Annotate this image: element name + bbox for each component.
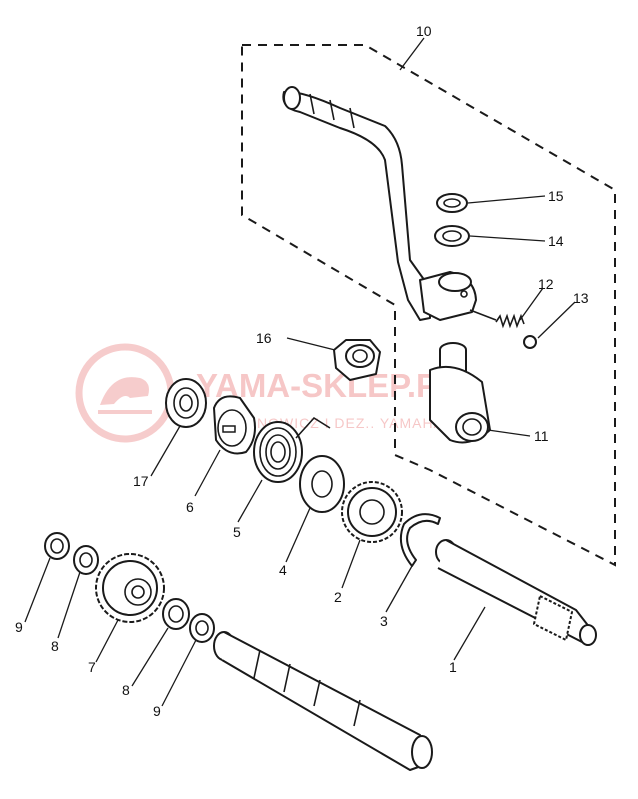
callout-14: 14 xyxy=(548,233,564,249)
idler-gear-7 xyxy=(95,553,165,623)
spring-12 xyxy=(495,313,525,329)
callout-1: 1 xyxy=(449,659,457,675)
ball-13 xyxy=(523,335,537,349)
callout-15: 15 xyxy=(548,188,564,204)
kick-gear-2 xyxy=(341,481,403,543)
circlip-3 xyxy=(399,513,441,567)
bearing-17 xyxy=(165,378,207,428)
collar-16 xyxy=(333,339,381,381)
circlip-15 xyxy=(436,193,468,213)
main-shaft xyxy=(213,631,433,771)
callout-5: 5 xyxy=(233,524,241,540)
leader-lines xyxy=(24,37,576,707)
kick-boss-11 xyxy=(429,342,491,444)
callout-10: 10 xyxy=(416,23,432,39)
washer-14 xyxy=(434,225,470,247)
callout-9-right: 9 xyxy=(153,703,161,719)
callout-7: 7 xyxy=(88,659,96,675)
callout-9-left: 9 xyxy=(15,619,23,635)
washer-4 xyxy=(299,455,345,513)
callout-6: 6 xyxy=(186,499,194,515)
callout-13: 13 xyxy=(573,290,589,306)
callout-8-right: 8 xyxy=(122,682,130,698)
spring-guide-6 xyxy=(213,395,256,455)
washer-9-left xyxy=(44,532,70,560)
assembly-10-frame xyxy=(241,44,616,567)
callout-17: 17 xyxy=(133,473,149,489)
callout-3: 3 xyxy=(380,613,388,629)
callout-4: 4 xyxy=(279,562,287,578)
callout-12: 12 xyxy=(538,276,554,292)
kick-crank-lever xyxy=(282,86,497,321)
washer-8-right xyxy=(162,598,190,630)
callout-11: 11 xyxy=(534,428,549,444)
callout-8-left: 8 xyxy=(51,638,59,654)
kick-axle-1 xyxy=(435,539,597,646)
callout-2: 2 xyxy=(334,589,342,605)
callout-16: 16 xyxy=(256,330,272,346)
torsion-spring-5 xyxy=(253,416,331,483)
watermark-logo-icon xyxy=(75,343,175,443)
callout-labels: 10 15 14 12 13 16 11 17 6 5 4 2 3 1 9 8 … xyxy=(15,23,589,719)
washer-9-right xyxy=(189,613,215,643)
washer-8-left xyxy=(73,545,99,575)
